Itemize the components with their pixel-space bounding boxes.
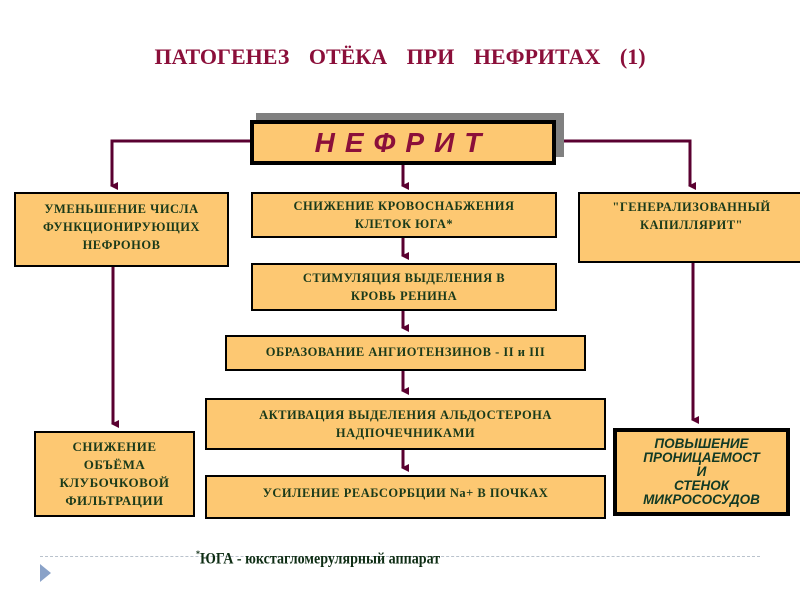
box-line: И bbox=[696, 464, 707, 479]
box-line: СТИМУЛЯЦИЯ ВЫДЕЛЕНИЯ В bbox=[302, 271, 506, 285]
box-increased-permeability: ПОВЫШЕНИЕ ПРОНИЦАЕМОСТ И СТЕНОК МИКРОСОС… bbox=[613, 428, 790, 516]
root-box-nephritis: НЕФРИТ bbox=[250, 120, 556, 165]
box-aldosterone-activation: АКТИВАЦИЯ ВЫДЕЛЕНИЯ АЛЬДОСТЕРОНА НАДПОЧЕ… bbox=[205, 398, 606, 450]
box-angiotensin-formation: ОБРАЗОВАНИЕ АНГИОТЕНЗИНОВ - II и III bbox=[225, 335, 586, 371]
box-line: УМЕНЬШЕНИЕ ЧИСЛА bbox=[44, 202, 199, 216]
box-line: УСИЛЕНИЕ РЕАБСОРБЦИИ Na+ В ПОЧКАХ bbox=[262, 486, 549, 500]
footer-divider bbox=[40, 556, 760, 557]
footnote-marker: * bbox=[196, 549, 200, 559]
box-reduced-filtration: СНИЖЕНИЕ ОБЪЁМА КЛУБОЧКОВОЙ ФИЛЬТРАЦИИ bbox=[34, 431, 195, 517]
box-generalized-capillaritis: "ГЕНЕРАЛИЗОВАННЫЙ КАПИЛЛЯРИТ" bbox=[578, 192, 800, 263]
box-line: ФУНКЦИОНИРУЮЩИХ bbox=[43, 220, 200, 234]
box-line: СНИЖЕНИЕ bbox=[72, 439, 157, 454]
box-line: ФИЛЬТРАЦИИ bbox=[65, 493, 164, 508]
box-line: МИКРОСОСУДОВ bbox=[643, 492, 760, 507]
box-line: КЛУБОЧКОВОЙ bbox=[59, 475, 170, 490]
box-line: ОБРАЗОВАНИЕ АНГИОТЕНЗИНОВ - II и III bbox=[265, 345, 546, 359]
box-line: АКТИВАЦИЯ ВЫДЕЛЕНИЯ АЛЬДОСТЕРОНА bbox=[259, 408, 552, 422]
arrow-root-to-left bbox=[110, 139, 250, 190]
root-label: НЕФРИТ bbox=[314, 126, 492, 158]
box-reduced-nephrons: УМЕНЬШЕНИЕ ЧИСЛА ФУНКЦИОНИРУЮЩИХ НЕФРОНО… bbox=[14, 192, 229, 267]
box-line: СНИЖЕНИЕ КРОВОСНАБЖЕНИЯ bbox=[293, 199, 515, 213]
box-reduced-jga-blood-supply: СНИЖЕНИЕ КРОВОСНАБЖЕНИЯ КЛЕТОК ЮГА* bbox=[251, 192, 557, 238]
box-line: СТЕНОК bbox=[673, 478, 730, 493]
box-line: НЕФРОНОВ bbox=[82, 238, 161, 252]
box-line: ОБЪЁМА bbox=[83, 457, 146, 472]
box-sodium-reabsorption: УСИЛЕНИЕ РЕАБСОРБЦИИ Na+ В ПОЧКАХ bbox=[205, 475, 606, 519]
box-line: ПОВЫШЕНИЕ bbox=[654, 436, 749, 451]
slide-bullet-icon bbox=[40, 564, 51, 582]
slide-title: ПАТОГЕНЕЗ ОТЁКА ПРИ НЕФРИТАХ (1) bbox=[154, 44, 646, 69]
box-line: НАДПОЧЕЧНИКАМИ bbox=[335, 426, 476, 440]
box-renin-release: СТИМУЛЯЦИЯ ВЫДЕЛЕНИЯ В КРОВЬ РЕНИНА bbox=[251, 263, 557, 311]
box-line: КЛЕТОК ЮГА* bbox=[354, 217, 454, 231]
box-line: "ГЕНЕРАЛИЗОВАННЫЙ bbox=[612, 200, 771, 214]
box-line: КАПИЛЛЯРИТ" bbox=[639, 218, 744, 232]
footnote-text: ЮГА - юкстагломерулярный аппарат bbox=[199, 550, 441, 568]
box-line: ПРОНИЦАЕМОСТ bbox=[643, 450, 760, 465]
box-line: КРОВЬ РЕНИНА bbox=[350, 289, 458, 303]
arrow-root-to-right bbox=[556, 139, 696, 190]
footnote: *ЮГА - юкстагломерулярный аппарат bbox=[196, 549, 440, 568]
